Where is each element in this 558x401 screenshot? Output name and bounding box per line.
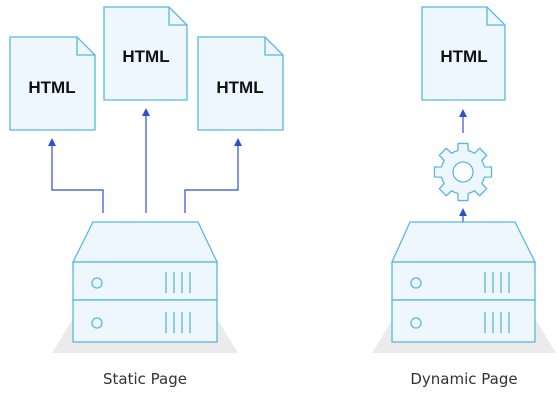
server-unit-1 (72, 261, 218, 301)
static-page-caption: Static Page (103, 370, 187, 388)
arrow-to-document-1 (48, 138, 104, 213)
html-document-dynamic: HTML (421, 6, 506, 101)
server-vent-2 (484, 312, 510, 333)
server-top (71, 221, 219, 263)
html-document-label: HTML (122, 47, 169, 66)
gear-icon (433, 142, 493, 202)
html-document-3: HTML (197, 36, 284, 131)
static-server (52, 221, 238, 353)
html-document-1: HTML (9, 36, 96, 131)
server-vent-2 (165, 312, 191, 333)
dynamic-server (372, 221, 556, 353)
server-led-1 (410, 277, 422, 289)
html-document-label: HTML (216, 78, 263, 97)
server-vent-1 (165, 272, 191, 293)
html-document-label: HTML (28, 78, 75, 97)
server-top (390, 221, 537, 263)
server-unit-2 (391, 299, 536, 343)
server-led-2 (410, 317, 422, 329)
server-unit-1 (391, 261, 536, 301)
server-vent-1 (484, 272, 510, 293)
html-document-2: HTML (103, 6, 188, 101)
html-document-label: HTML (440, 47, 487, 66)
server-led-1 (91, 277, 103, 289)
server-led-2 (91, 317, 103, 329)
static-page-section: HTML HTML HTML (9, 6, 284, 388)
arrow-to-document-3 (184, 138, 242, 213)
server-unit-2 (72, 299, 218, 343)
dynamic-page-section: HTML (372, 6, 556, 388)
dynamic-page-caption: Dynamic Page (410, 370, 517, 388)
